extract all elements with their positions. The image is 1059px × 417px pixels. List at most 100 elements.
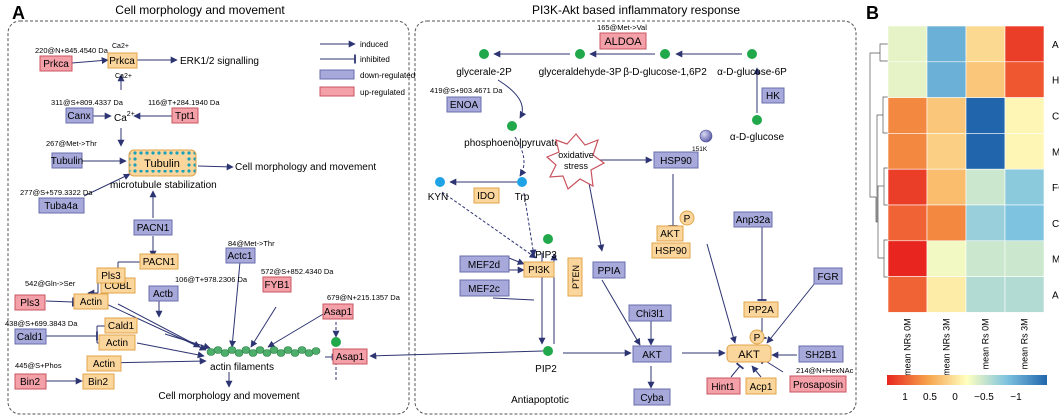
left-edges — [45, 56, 339, 388]
akt-mid-label: AKT — [660, 229, 679, 240]
pls3-neutral-label: Pls3 — [101, 271, 121, 282]
actin-box-3 — [86, 355, 122, 372]
glyceraldehyde3p-label: glyceraldehyde-3P — [539, 67, 622, 78]
heatmap-cell — [1004, 97, 1045, 134]
glucose16p2-label: β-D-glucose-1,6P2 — [623, 67, 707, 78]
heatmap-row-label: MEF2C — [1052, 255, 1059, 266]
ubiquitin-icon — [699, 129, 713, 143]
hsp90-neutral-label: HSP90 — [655, 246, 687, 257]
cell-morph-label-1: Cell morphology and movement — [235, 162, 376, 173]
akt-right-label: AKT — [738, 349, 760, 361]
legend-down-swatch — [319, 69, 355, 80]
heatmap-cell — [965, 61, 1006, 98]
cell-morph-label-2: Cell morphology and movement — [158, 391, 299, 402]
heatmap-cell — [1004, 168, 1045, 206]
bin2-mod-label: 445@S+Phos — [15, 361, 62, 370]
fyb1-label: FYB1 — [264, 280, 289, 291]
heatmap-cell — [1004, 133, 1045, 170]
colorbar-label-0: 1 — [902, 392, 908, 403]
pacn1-neutral-box — [139, 253, 179, 270]
prkca-center-box — [107, 52, 138, 69]
pip2-label: PIP2 — [535, 364, 557, 375]
pacn1-neutral-label: PACN1 — [143, 257, 176, 268]
colorbar-label-3: −0.5 — [974, 392, 994, 403]
kyn-label: KYN — [428, 192, 449, 203]
heatmap-cell — [965, 204, 1006, 242]
ppia-label: PPIA — [598, 266, 621, 277]
akt-center-label: AKT — [642, 350, 661, 361]
heatmap-cell — [887, 61, 928, 98]
actin-filaments-label: actin filaments — [210, 362, 274, 373]
aldoa-up-box — [599, 32, 647, 50]
hk-down-box — [761, 87, 785, 104]
asap1-top-label: Asap1 — [324, 307, 353, 318]
heatmap-row-label: FGR — [1052, 183, 1059, 194]
canx-label: Canx — [67, 111, 90, 122]
heatmap-column-label: mean NRs 3M — [942, 318, 952, 376]
fyb1-mod-label: 572@S+852.4340 Da — [261, 267, 334, 276]
pls3-mod-label: 542@Gln->Ser — [25, 279, 76, 288]
asap1-main-label: Asap1 — [336, 352, 365, 363]
acp1-label: Acp1 — [750, 382, 773, 393]
heatmap-row-label: MEF2D — [1052, 147, 1059, 158]
glycerale2p-label: glycerale-2P — [456, 67, 512, 78]
cobl-label: COBL — [104, 281, 132, 292]
heatmap-column-label: mean NRs 0M — [903, 318, 913, 376]
panel-a-letter: A — [12, 3, 25, 23]
akt-right-p-label: P — [754, 333, 761, 344]
heatmap-cell — [1004, 276, 1045, 313]
acp1-box — [745, 377, 777, 395]
cald1-down-label: Cald1 — [17, 332, 44, 343]
ub-site-label: 151K — [692, 146, 708, 153]
hint1-up-box — [706, 377, 741, 395]
pep-dot — [507, 121, 517, 131]
enoa-mod-label: 419@S+903.4671 Da — [430, 86, 503, 95]
colorbar-label-2: 0 — [952, 392, 958, 403]
heatmap-row-labels: Acp1Hint1CYBAMEF2DFGRChi3l1MEF2CANP32A — [1052, 40, 1059, 302]
heatmap-cell — [926, 240, 967, 277]
asap1-mod-label: 679@N+215.1357 Da — [327, 293, 401, 302]
tpt1-mod-label: 116@T+284.1940 Da — [148, 98, 220, 107]
mef2d-label: MEF2d — [468, 260, 500, 271]
antiapoptotic-label: Antiapoptotic — [511, 395, 569, 406]
asap1-metabolite-dot — [331, 337, 341, 347]
pi3k-label: PI3K — [528, 265, 550, 276]
ca-top-label: Ca2+ — [112, 43, 129, 50]
right-edges — [369, 50, 816, 389]
prkca-up-box — [39, 55, 73, 72]
pls3-up-box — [14, 294, 46, 311]
heatmap-cell — [1004, 240, 1045, 277]
cald1-mod-label: 438@S+699.3843 Da — [5, 319, 78, 328]
actin-label-3: Actin — [93, 359, 115, 370]
heatmap-cell — [926, 276, 967, 313]
pacn1-down-box — [133, 219, 173, 236]
heatmap-row-label: Chi3l1 — [1052, 219, 1059, 230]
mef2c-label: MEF2c — [468, 284, 500, 295]
pp2a-label: PP2A — [748, 305, 774, 316]
hk-label: HK — [766, 91, 780, 102]
akt-right-phospho — [749, 329, 765, 345]
heatmap-cell — [887, 97, 928, 134]
actb-down-box — [148, 285, 179, 302]
actc1-mod-label: 84@Met->Thr — [228, 239, 275, 248]
sh2b1-label: SH2B1 — [805, 350, 837, 361]
trp-dot — [517, 177, 527, 187]
heatmap-column-label: mean Rs 0M — [981, 318, 991, 369]
akt-center-box — [632, 345, 672, 363]
heatmap-row-label: Hint1 — [1052, 76, 1059, 87]
pp2a-box — [743, 301, 779, 318]
glucose-dot — [752, 115, 762, 125]
prkca-mod-label: 220@N+845.4540 Da — [35, 46, 109, 55]
dendrogram — [869, 43, 888, 278]
aldoa-label: ALDOA — [604, 36, 642, 48]
heatmap-cell — [1004, 61, 1045, 98]
legend-up-label: up-regulated — [360, 88, 405, 97]
tpt1-label: Tpt1 — [175, 111, 195, 122]
chi3l1-label: Chi3l1 — [636, 309, 665, 320]
tuba4a-mod-label: 277@S+579.3322 Da — [20, 188, 93, 197]
heatmap-row-label: CYBA — [1052, 112, 1059, 123]
legend-down-label: down-regulated — [360, 71, 415, 80]
heatmap-cell — [926, 204, 967, 242]
